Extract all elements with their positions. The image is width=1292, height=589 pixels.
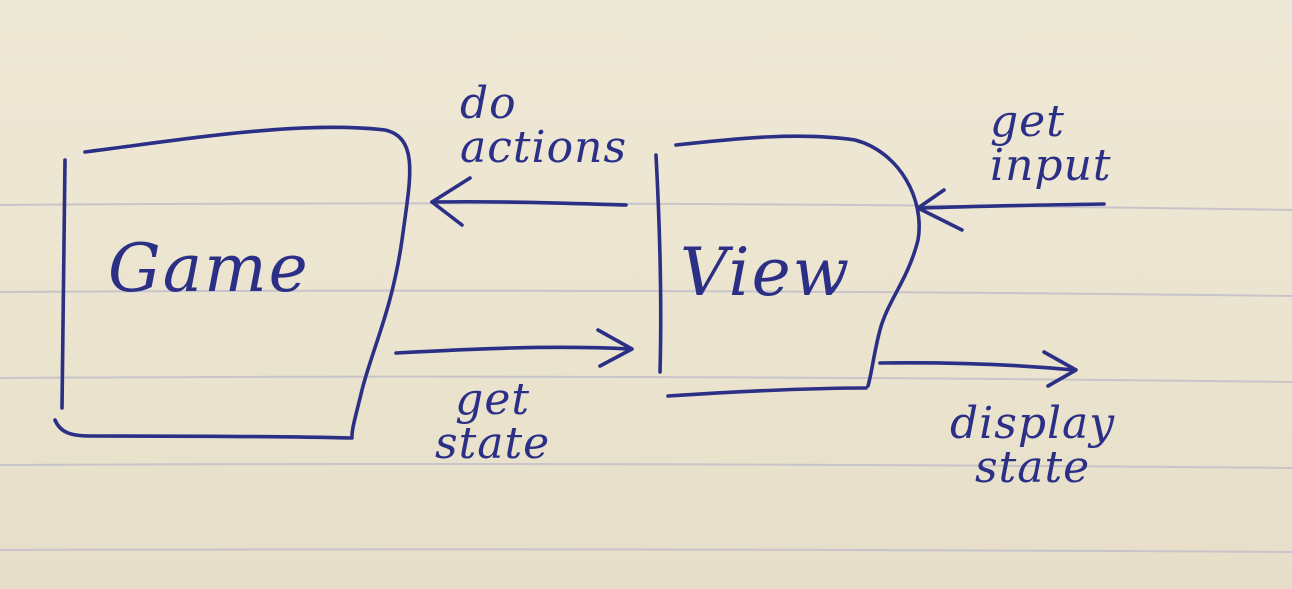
get-input-line1: get bbox=[990, 96, 1065, 147]
display-state-line1: display bbox=[950, 398, 1116, 449]
do-actions-label: do actions bbox=[460, 82, 627, 170]
game-box bbox=[53, 125, 412, 440]
view-label: View bbox=[680, 234, 852, 311]
view-box bbox=[654, 134, 921, 398]
arrow-display-state bbox=[878, 350, 1078, 388]
get-state-label: get state bbox=[435, 378, 550, 466]
arrow-do-actions bbox=[430, 176, 628, 227]
do-actions-line1: do bbox=[460, 78, 517, 129]
arrow-get-state bbox=[394, 328, 634, 368]
display-state-label: display state bbox=[950, 402, 1115, 490]
game-label: Game bbox=[108, 230, 310, 307]
ruled-lines bbox=[0, 202, 1292, 553]
get-state-line1: get bbox=[455, 374, 531, 425]
get-state-line2: state bbox=[435, 418, 551, 469]
get-input-line2: input bbox=[990, 140, 1112, 191]
arrow-get-input bbox=[916, 188, 1106, 232]
get-input-label: get input bbox=[990, 100, 1112, 188]
display-state-line2: state bbox=[974, 442, 1091, 493]
do-actions-line2: actions bbox=[460, 122, 628, 173]
